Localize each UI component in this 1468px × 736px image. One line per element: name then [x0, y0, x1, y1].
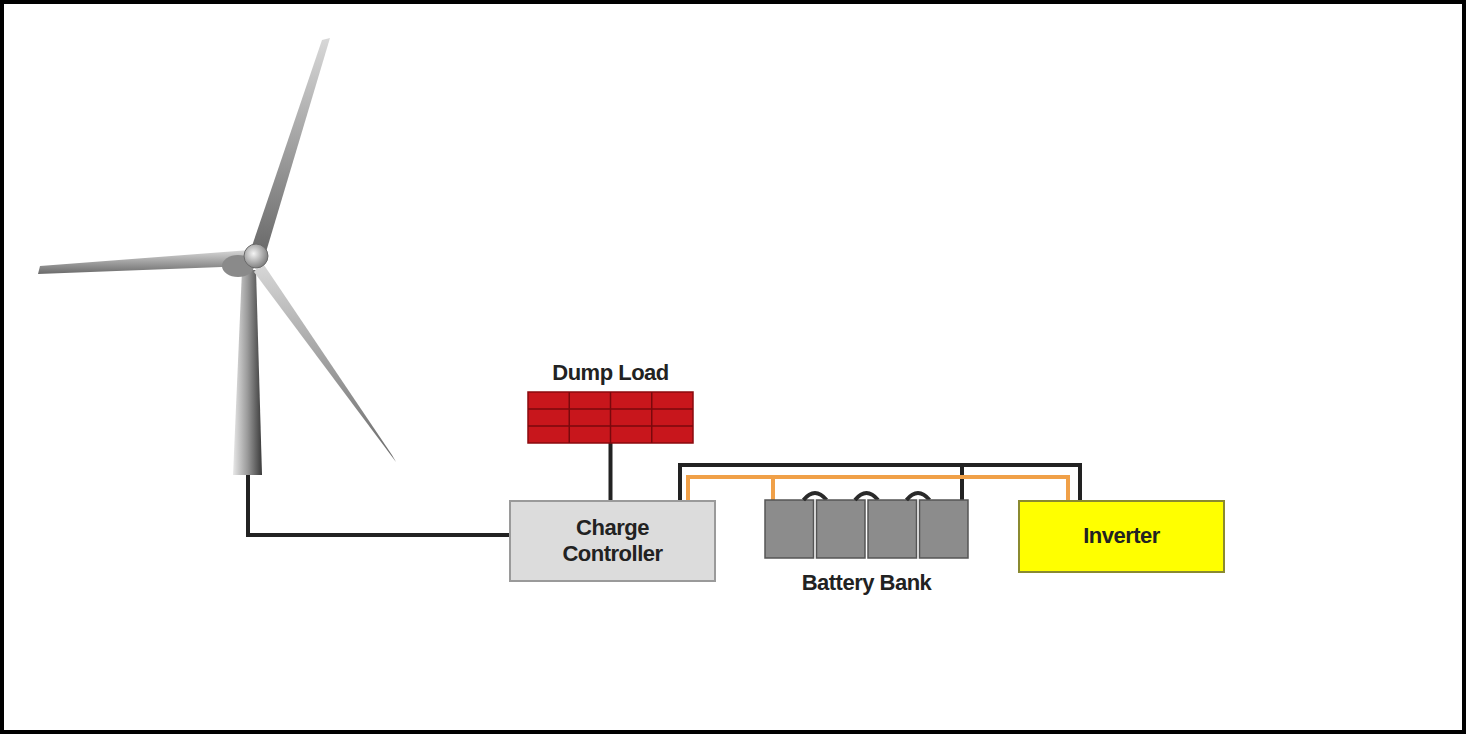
wire-connector: [610, 443, 611, 500]
turbine-blade: [252, 38, 330, 252]
wind-turbine: [38, 38, 396, 475]
label-wrap: Inverter: [1083, 523, 1160, 549]
controller-box: Charge Controller: [509, 500, 716, 582]
negative-wire: [680, 465, 1080, 500]
turbine-tower: [233, 270, 262, 475]
battery-cell: [817, 500, 866, 558]
node-label: Inverter: [1083, 523, 1160, 549]
node-label: Charge Controller: [548, 515, 678, 568]
node-label: Battery Bank: [802, 570, 932, 596]
label-wrap: Charge Controller: [548, 515, 678, 568]
battery-cell: [868, 500, 917, 558]
wire: [609, 443, 613, 500]
battery-link: [855, 493, 878, 500]
node-label: Dump Load: [552, 360, 669, 386]
grid-line: [569, 392, 571, 443]
positive-wire: [688, 477, 773, 500]
dump-load-fill: [528, 392, 693, 443]
turbine-blade: [38, 250, 250, 274]
turbine-hub: [244, 244, 268, 268]
turbine-blade: [254, 262, 396, 462]
battery-cell: [765, 500, 814, 558]
inverter-fill: [1019, 501, 1224, 572]
battery-shape: [765, 500, 968, 558]
battery-link: [907, 493, 930, 500]
inverter-box: Inverter: [1018, 500, 1225, 573]
wire-connector: [680, 465, 962, 500]
battery-bank: Battery Bank: [765, 500, 968, 558]
dump-shape: [528, 392, 693, 443]
negative-wire: [680, 465, 962, 500]
grid-line: [610, 392, 612, 443]
dump-load-box: Dump Load: [528, 392, 693, 443]
turbine-wire: [248, 475, 509, 535]
controller-fill: [510, 501, 715, 581]
wire-connector: [680, 465, 1080, 500]
grid-line: [651, 392, 653, 443]
positive-wire: [688, 477, 1068, 500]
battery-link: [804, 493, 827, 500]
battery-cell: [920, 500, 969, 558]
